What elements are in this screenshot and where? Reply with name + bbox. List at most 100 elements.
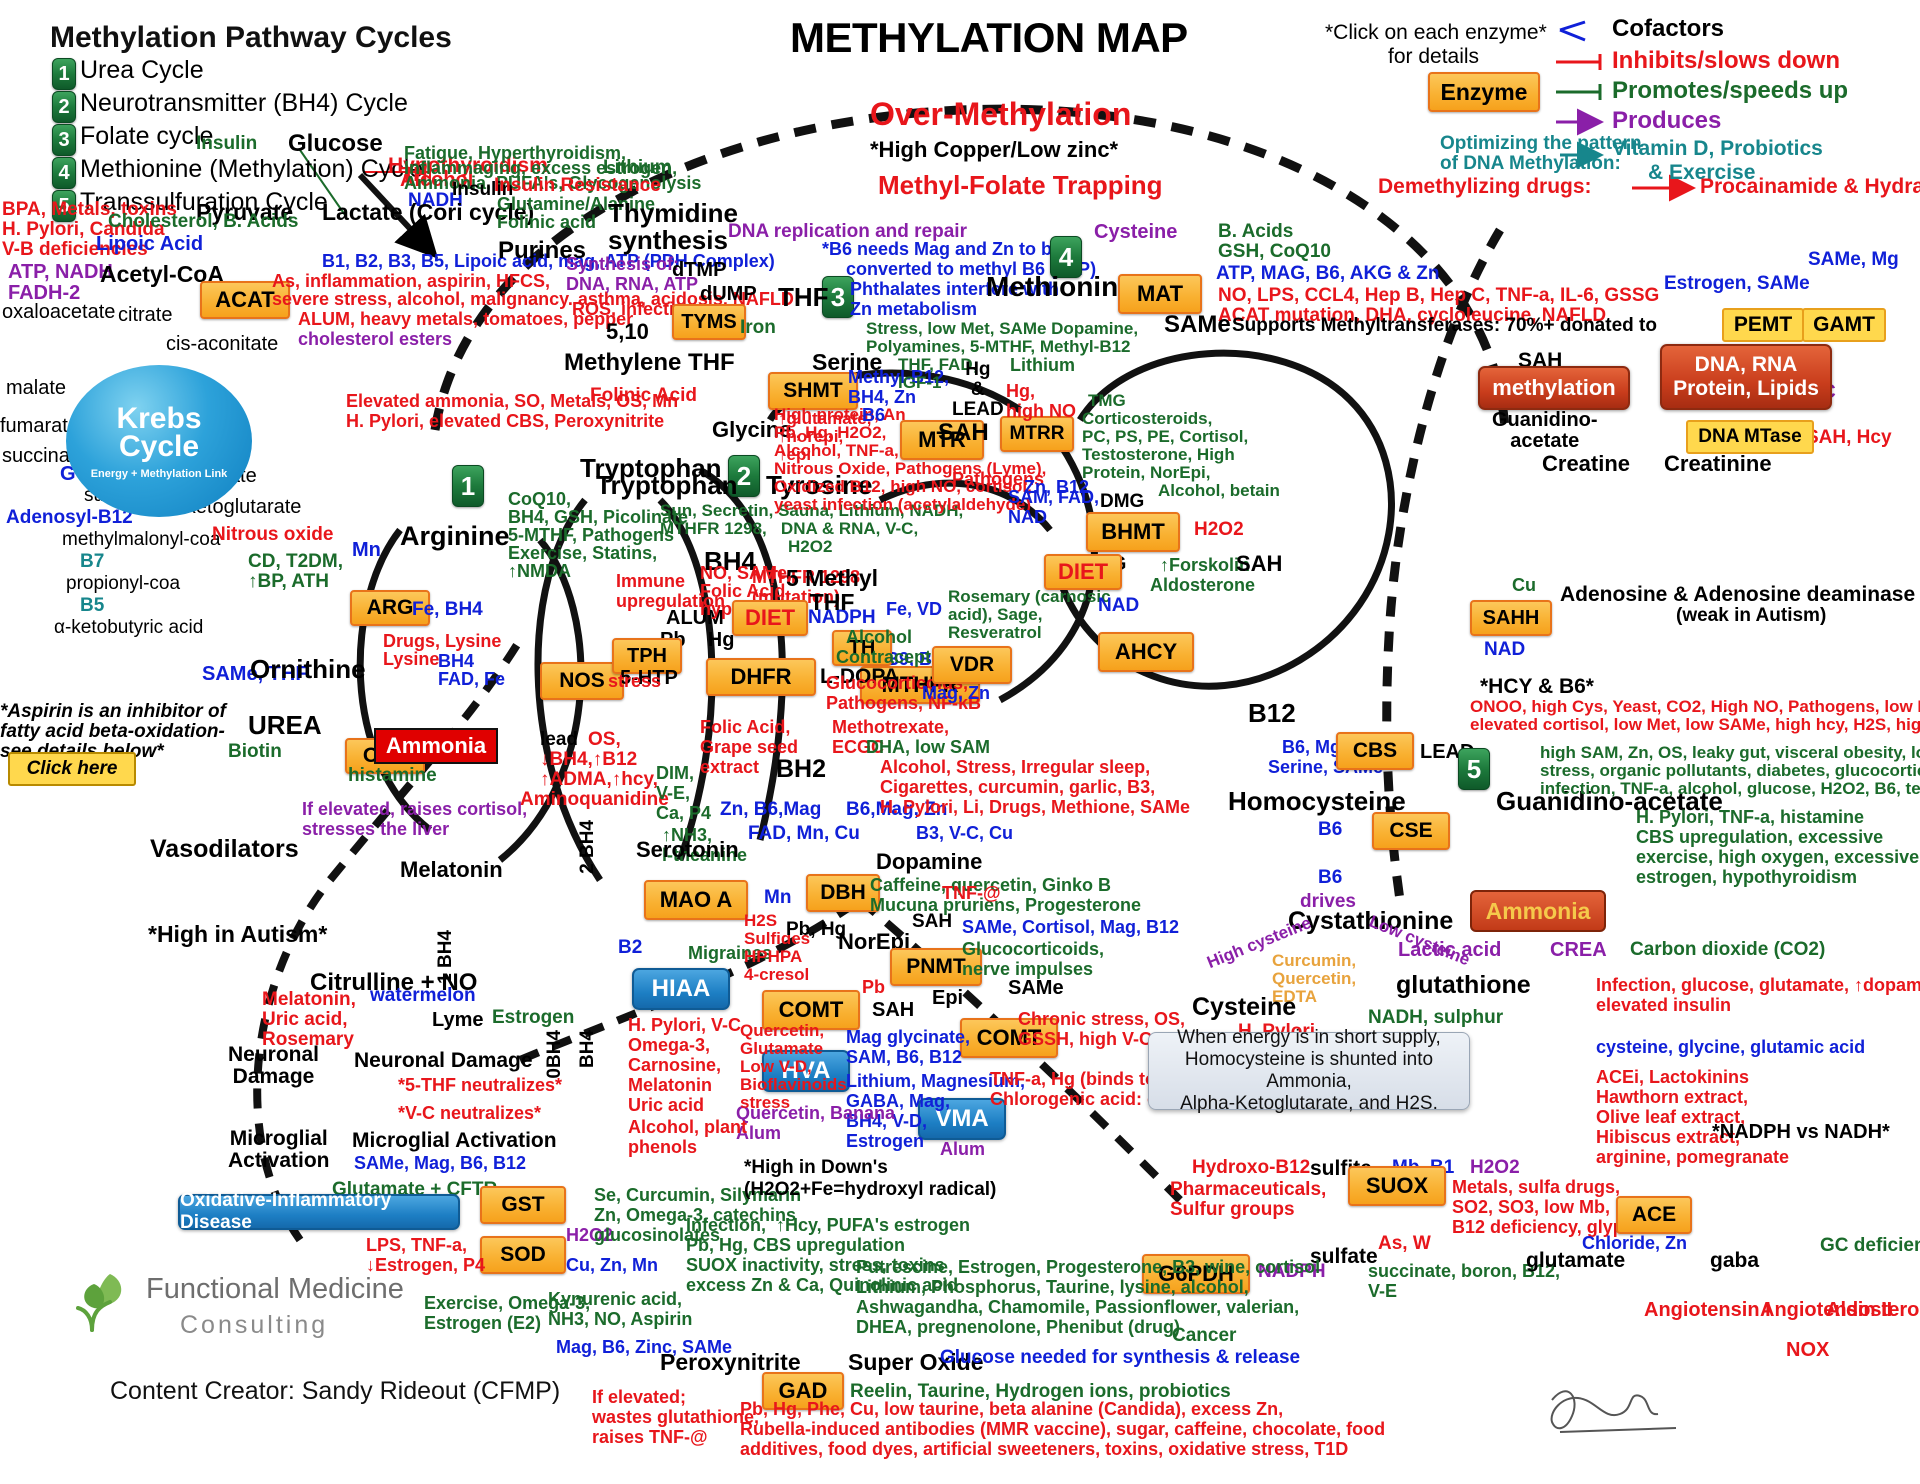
label-nadph-vs-nadh: *NADPH vs NADH* [1712, 1121, 1890, 1143]
shmt-red-6: yeast infection (acetylaldehyde) [774, 495, 1031, 514]
enzyme-dhfr[interactable]: DHFR [706, 658, 816, 696]
label-dump: dUMP [700, 283, 757, 305]
krebs-line2: Cycle [118, 430, 200, 463]
acat-red-note-2: severe stress, alcohol, malignancy. asth… [272, 289, 794, 309]
label-folinic-acid-red: Folinic Acid [590, 385, 697, 406]
elevated-ammonia-2: H. Pylori, elevated CBS, Peroxynitrite [346, 411, 665, 431]
label-bh4-fad-fe-1: BH4 [438, 651, 475, 671]
label-super-oxide: Microglial Activation [352, 1129, 557, 1152]
caffeine-2: Mucuna pruriens, Progesterone [870, 895, 1142, 915]
label-glucose: Glucose [288, 130, 383, 157]
high-downs-2: (H2O2+Fe=hydroxyl radical) [744, 1179, 997, 1200]
estrogen-same: Estrogen, SAMe [1664, 273, 1810, 294]
methotrexate-1: Methotrexate, [832, 717, 950, 737]
enzyme-mtrr[interactable]: MTRR [1000, 416, 1074, 452]
enzyme-gst[interactable]: GST [480, 1186, 566, 1224]
b6-blue: B6 [862, 405, 886, 425]
enzyme-vdr[interactable]: VDR [932, 646, 1012, 684]
label-cysteine: Cystathionine [1288, 907, 1454, 935]
melatonin-uric-1: Melatonin, [262, 989, 356, 1010]
cbs-grn-2: stress, organic pollutants, diabetes, gl… [1540, 761, 1920, 780]
cycle-label-2: Neurotransmitter (BH4) Cycle [80, 89, 408, 117]
enzyme-suox[interactable]: SUOX [1348, 1166, 1446, 1206]
info-box-energy: When energy is in short supply, Homocyst… [1148, 1027, 1470, 1114]
enzyme-dbh[interactable]: DBH [806, 874, 880, 912]
arg-lysine: Lysine [383, 649, 440, 669]
label-citrate: citrate [118, 304, 173, 326]
legend-produces-label: Produces [1612, 107, 1722, 134]
enzyme-tph[interactable]: TPH [612, 638, 682, 674]
infection-hcy-3: SUOX inactivity, stress, toxins [686, 1255, 945, 1275]
label-transsulfuration: Guanidino-acetate [1496, 786, 1723, 816]
banner-methyl-folate-trapping: Methyl-Folate Trapping [878, 170, 1163, 200]
enzyme-cbs[interactable]: CBS [1336, 732, 1414, 770]
enzyme-pemt[interactable]: PEMT [1722, 308, 1804, 342]
enzyme-arg[interactable]: ARG [350, 590, 430, 626]
label-purines: Purines [498, 237, 587, 264]
quercetin-banana-2: Alum [736, 1123, 781, 1143]
enzyme-mat[interactable]: MAT [1118, 274, 1202, 314]
enzyme-bhmt[interactable]: BHMT [1086, 512, 1180, 552]
sod-cu-zn-mn: Cu, Zn, Mn [566, 1255, 658, 1275]
putrescine-1: Putrescine, Estrogen, Progesterone, B3, … [856, 1257, 1321, 1277]
enzyme-th[interactable]: TH [832, 630, 892, 666]
hva-box: HVA [762, 1050, 850, 1092]
label-tryptophan: Tryptophan [596, 470, 738, 500]
enzyme-nos[interactable]: NOS [540, 662, 624, 700]
alcohol-phenols-1: Alcohol, plant [628, 1117, 747, 1137]
enzyme-gad[interactable]: GAD [762, 1372, 844, 1410]
label-gc-deficiency: GC deficiency [1820, 1235, 1920, 1256]
enzyme-cse[interactable]: CSE [1372, 812, 1450, 850]
enzyme-ace[interactable]: ACE [1616, 1196, 1692, 1234]
label-succinate: succinate [2, 445, 87, 467]
vma-alum: Alum [940, 1139, 985, 1159]
enzyme-maoa[interactable]: MAO A [644, 880, 748, 920]
legend-enzyme-box[interactable]: Enzyme [1428, 72, 1540, 112]
label-b7: B7 [80, 551, 105, 572]
nh3-1: ↑NH3, [662, 825, 713, 845]
enzyme-shmt[interactable]: SHMT [768, 372, 858, 410]
enzyme-g6pdh[interactable]: G6PDH [1142, 1254, 1250, 1294]
fatigue-block-1: Fatigue, Hyperthyroidism, [404, 143, 627, 163]
label-estrogen-no: Estrogen [492, 1007, 575, 1028]
enzyme-mtr[interactable]: MTR [900, 420, 984, 460]
enzyme-diet-1[interactable]: DIET [732, 600, 808, 636]
enzyme-sod[interactable]: SOD [480, 1236, 566, 1274]
b6-drives-1: B6 [1318, 867, 1343, 888]
tph-stress: stress [608, 671, 662, 691]
cbs-grn-3: infection, TNF-a, alcohol, glucose, H2O2… [1540, 779, 1920, 798]
label-neuronal-damage: Neuronal Damage [228, 1043, 320, 1089]
suox-red-2: SO2, SO3, low Mb, [1452, 1197, 1611, 1217]
enzyme-tyms[interactable]: TYMS [672, 304, 746, 340]
mat-grn-2: GSH, CoQ10 [1218, 241, 1331, 262]
cycle-badge-2: 2 [728, 455, 760, 497]
nh3-2: l-theanine [662, 845, 748, 865]
enzyme-gamt[interactable]: GAMT [1802, 308, 1886, 342]
enzyme-diet-2[interactable]: DIET [1044, 554, 1122, 590]
infection-hcy-4: excess Zn & Ca, Quinolinic acid [686, 1275, 959, 1295]
legend-demethylizing-label: Demethylizing drugs: [1378, 175, 1592, 198]
enzyme-ahcy[interactable]: AHCY [1098, 632, 1194, 672]
enzyme-dna-mtase[interactable]: DNA MTase [1686, 420, 1814, 454]
label-same-epi: SAMe [1008, 977, 1064, 999]
glucocorticoids-nfkb-3: TNF-@ [942, 883, 1001, 903]
gst-se-curcumin-2: Zn, Omega-3, catechins [594, 1205, 797, 1225]
enzyme-comt-2[interactable]: COMT [960, 1018, 1058, 1058]
click-here-button[interactable]: Click here [8, 752, 136, 786]
enzyme-pnmt[interactable]: PNMT [890, 948, 982, 986]
same-cortisol: SAMe, Cortisol, Mag, B12 [962, 917, 1180, 937]
enzyme-sahh[interactable]: SAHH [1470, 600, 1552, 636]
label-mn-arg: Mn [352, 539, 381, 561]
ace-chloride-zn: Chloride, Zn [1582, 1233, 1687, 1253]
enzyme-comt-1[interactable]: COMT [762, 990, 860, 1030]
label-tyrosine: Tyrosine [766, 470, 873, 500]
cycle-badge-3: 3 [822, 276, 854, 318]
label-glutamine-alanine: Glutamine/Alanine [497, 194, 656, 214]
enzyme-acat[interactable]: ACAT [200, 281, 290, 319]
cbs-grn-1: high SAM, Zn, OS, leaky gut, visceral ob… [1540, 743, 1920, 762]
glucocorticoids-nerve-1: Glucocorticoids, [962, 939, 1105, 959]
cycle-label-1: Urea Cycle [80, 56, 204, 84]
label-neurotransmitter: Tryptophan [580, 453, 722, 483]
cycle-badge-5: 5 [1458, 748, 1490, 790]
alcohol-phenols-2: phenols [628, 1137, 698, 1157]
